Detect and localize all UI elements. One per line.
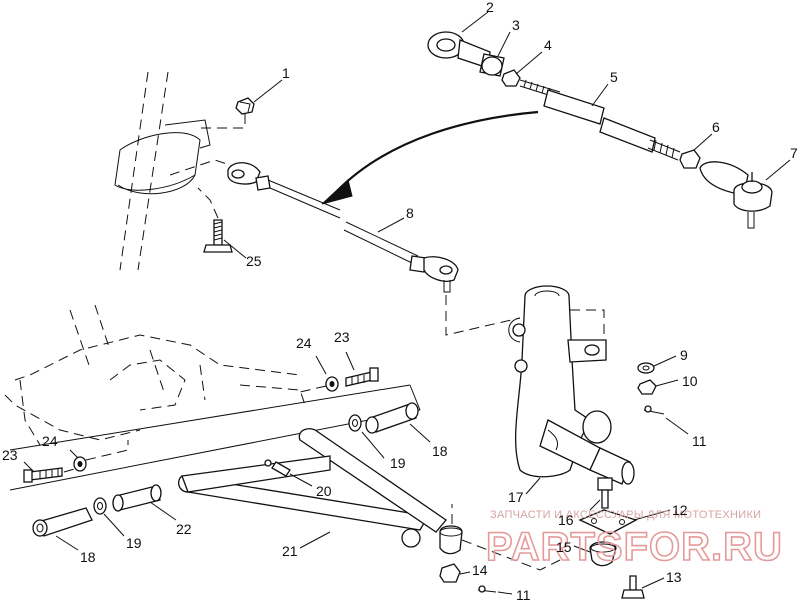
- part-23-bolt-left: [23, 461, 79, 483]
- callout-4: 4: [544, 37, 552, 53]
- callout-8: 8: [406, 205, 414, 221]
- callout-10: 10: [682, 373, 698, 389]
- callout-24-upper: 24: [296, 335, 312, 351]
- callout-24-left: 24: [42, 433, 58, 449]
- part-11-cotter-pin-upper: [643, 405, 689, 435]
- callout-23-left: 23: [2, 447, 18, 463]
- callout-21: 21: [282, 543, 298, 559]
- part-18-bushing-right: [365, 402, 431, 443]
- part-13-bolt: [621, 575, 665, 599]
- callout-23-upper: 23: [334, 329, 350, 345]
- part-19-washer-right: [348, 414, 385, 459]
- callout-5: 5: [610, 69, 618, 85]
- part-20-grease-fitting: [264, 459, 313, 487]
- part-8-tie-rod: [227, 162, 521, 336]
- callout-2: 2: [486, 0, 494, 15]
- callout-19-right: 19: [390, 455, 406, 471]
- steering-post: [114, 71, 261, 271]
- callout-16: 16: [558, 512, 574, 528]
- callout-3: 3: [512, 17, 520, 33]
- callout-22: 22: [176, 521, 192, 537]
- part-12-plate: [578, 509, 671, 535]
- part-22-bushing-tube: [112, 484, 177, 521]
- callout-11-upper: 11: [692, 433, 707, 449]
- part-1-nut: [200, 79, 283, 129]
- part-16-bolt: [589, 477, 613, 511]
- part-11-cotter-pin-lower: [477, 585, 513, 595]
- callout-25: 25: [246, 253, 262, 269]
- assembly-arrow: [321, 110, 539, 205]
- part-17-spindle-knuckle: [508, 285, 635, 495]
- callout-6: 6: [712, 119, 720, 135]
- callout-14: 14: [472, 562, 488, 578]
- watermark-brand: PARTSFOR.RU: [486, 525, 783, 569]
- part-15-ball-joint: [573, 541, 617, 567]
- part-25-bolt: [197, 187, 247, 259]
- part-10-nut: [637, 379, 679, 395]
- part-21-a-arm: [177, 428, 447, 549]
- callout-17: 17: [508, 489, 524, 505]
- callout-1: 1: [282, 65, 290, 81]
- part-24-washer-upper: [299, 355, 339, 393]
- frame-outline: [4, 304, 306, 446]
- watermark-tagline: ЗАПЧАСТИ И АКСЕССУАРЫ ДЛЯ МОТОТЕХНИКИ: [490, 509, 761, 521]
- callout-19-left: 19: [126, 535, 142, 551]
- callout-18-right: 18: [432, 443, 448, 459]
- part-18-bushing-left: [32, 507, 93, 551]
- callout-11-lower: 11: [516, 587, 531, 602]
- callout-15: 15: [556, 539, 572, 555]
- watermark: ЗАПЧАСТИ И АКСЕССУАРЫ ДЛЯ МОТОТЕХНИКИ PA…: [485, 509, 783, 570]
- part-19-washer-left: [93, 497, 125, 537]
- callout-12: 12: [672, 502, 688, 518]
- callout-7: 7: [790, 145, 798, 161]
- callout-9: 9: [680, 347, 688, 363]
- callout-13: 13: [666, 569, 682, 585]
- part-23-bolt-upper: [345, 351, 379, 387]
- callout-20: 20: [316, 483, 332, 499]
- callout-18-left: 18: [80, 549, 96, 565]
- tie-rod-upper-assembly: [427, 11, 791, 229]
- part-9-washer: [637, 355, 677, 374]
- part-24-washer-left: [69, 440, 129, 472]
- part-14-nut: [439, 504, 561, 583]
